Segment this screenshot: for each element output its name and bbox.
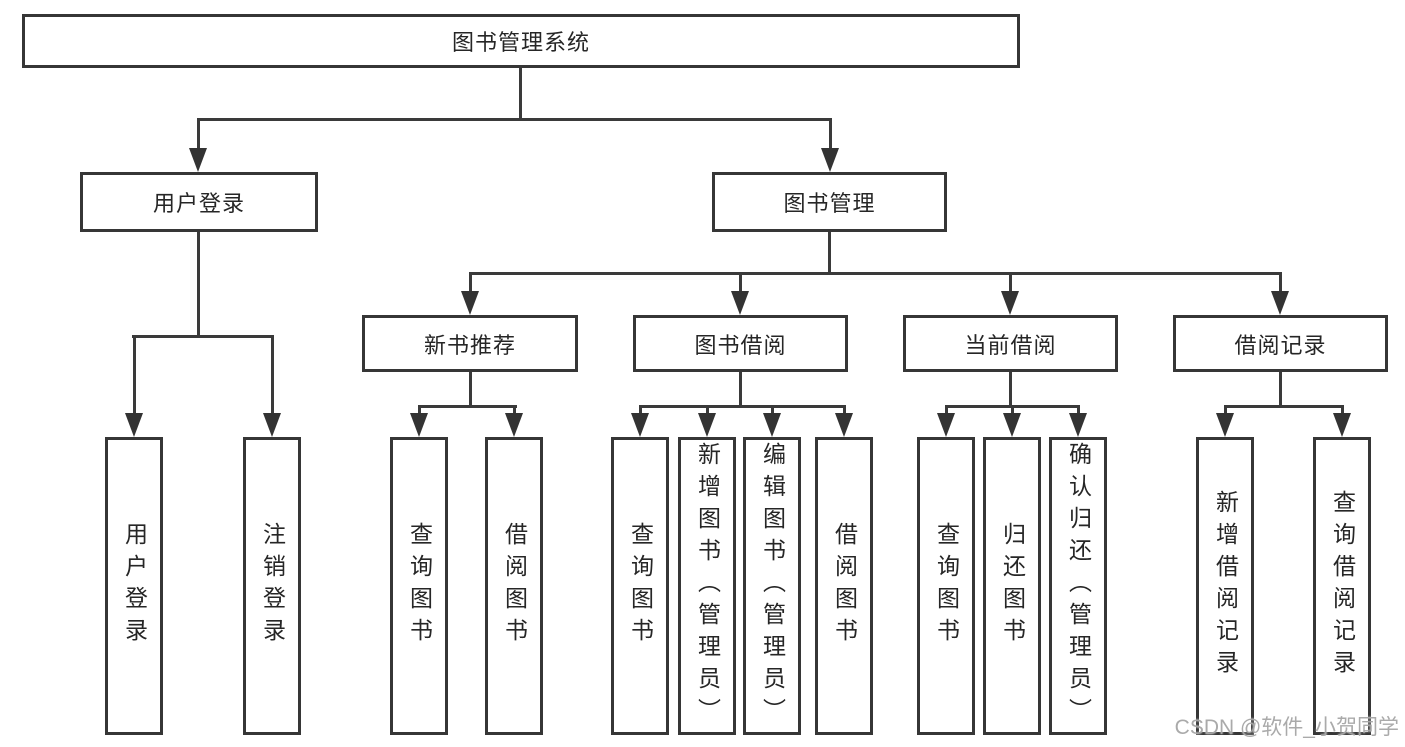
node-current-borrow: 当前借阅 (903, 315, 1118, 372)
arrow-down-icon (698, 405, 716, 437)
connector-vline (739, 372, 742, 408)
arrow-down-icon (1216, 405, 1234, 437)
arrow-down-icon (937, 405, 955, 437)
leaf-label: 确认归还（管理员） (1065, 442, 1092, 730)
leaf-query-books-recommend: 查询图书 (390, 437, 448, 735)
leaf-confirm-return-admin: 确认归还（管理员） (1049, 437, 1107, 735)
arrow-down-icon (461, 272, 479, 315)
leaf-label: 编辑图书（管理员） (759, 442, 786, 730)
connector-vline (519, 68, 522, 121)
csdn-watermark: CSDN @软件_小贺同学 (1174, 716, 1399, 739)
leaf-label: 查询图书 (406, 522, 433, 650)
connector-hline (469, 272, 1282, 275)
leaf-label: 借阅图书 (831, 522, 858, 650)
connector-vline (828, 232, 831, 275)
arrow-down-icon (631, 405, 649, 437)
leaf-label: 借阅图书 (501, 522, 528, 650)
arrow-down-icon (821, 118, 839, 172)
connector-vline (469, 372, 472, 408)
node-borrow-records: 借阅记录 (1173, 315, 1388, 372)
leaf-label: 注销登录 (259, 522, 286, 650)
arrow-down-icon (125, 335, 143, 437)
leaf-query-borrow-record: 查询借阅记录 (1313, 437, 1371, 735)
leaf-borrow-books-recommend: 借阅图书 (485, 437, 543, 735)
leaf-add-borrow-record: 新增借阅记录 (1196, 437, 1254, 735)
leaf-query-books-current: 查询图书 (917, 437, 975, 735)
leaf-label: 新增借阅记录 (1212, 490, 1239, 682)
arrow-down-icon (410, 405, 428, 437)
node-user-login: 用户登录 (80, 172, 318, 232)
arrow-down-icon (731, 272, 749, 315)
connector-vline (1279, 372, 1282, 408)
arrow-down-icon (1333, 405, 1351, 437)
connector-hline (132, 335, 274, 338)
node-label: 用户登录 (152, 191, 245, 216)
connector-vline (1009, 372, 1012, 408)
leaf-logout: 注销登录 (243, 437, 301, 735)
arrow-down-icon (763, 405, 781, 437)
node-label: 图书管理系统 (451, 30, 590, 55)
node-label: 当前借阅 (964, 332, 1057, 358)
arrow-down-icon (1001, 272, 1019, 315)
node-label: 图书借阅 (694, 332, 787, 358)
leaf-label: 归还图书 (999, 522, 1026, 650)
node-library-management-system: 图书管理系统 (22, 14, 1020, 68)
leaf-return-book: 归还图书 (983, 437, 1041, 735)
node-book-borrow: 图书借阅 (633, 315, 848, 372)
leaf-user-login: 用户登录 (105, 437, 163, 735)
arrow-down-icon (263, 335, 281, 437)
node-book-management: 图书管理 (712, 172, 947, 232)
leaf-label: 查询借阅记录 (1329, 490, 1356, 682)
arrow-down-icon (505, 405, 523, 437)
node-label: 借阅记录 (1234, 332, 1327, 358)
leaf-label: 查询图书 (933, 522, 960, 650)
node-label: 新书推荐 (423, 332, 516, 358)
arrow-down-icon (835, 405, 853, 437)
connector-hline (639, 405, 846, 408)
leaf-label: 新增图书（管理员） (694, 442, 721, 730)
leaf-borrow-books: 借阅图书 (815, 437, 873, 735)
leaf-query-books-borrow: 查询图书 (611, 437, 669, 735)
connector-hline (1224, 405, 1344, 408)
connector-vline (197, 232, 200, 338)
arrow-down-icon (1069, 405, 1087, 437)
leaf-edit-book-admin: 编辑图书（管理员） (743, 437, 801, 735)
leaf-add-book-admin: 新增图书（管理员） (678, 437, 736, 735)
node-new-book-recommend: 新书推荐 (362, 315, 578, 372)
arrow-down-icon (1271, 272, 1289, 315)
connector-hline (197, 118, 832, 121)
leaf-label: 查询图书 (627, 522, 654, 650)
arrow-down-icon (1003, 405, 1021, 437)
arrow-down-icon (189, 118, 207, 172)
leaf-label: 用户登录 (121, 522, 148, 650)
node-label: 图书管理 (783, 191, 876, 216)
connector-hline (418, 405, 517, 408)
